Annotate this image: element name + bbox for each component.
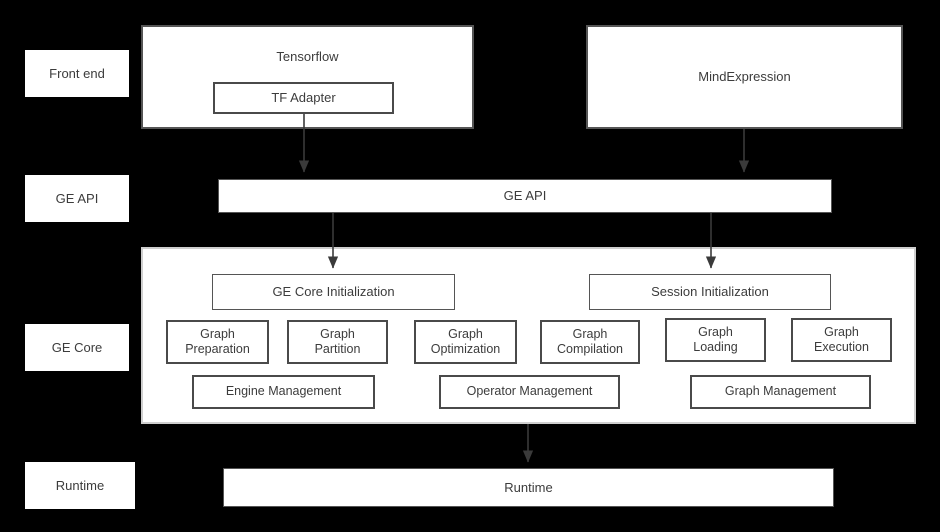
stage-label-ge-core: GE Core xyxy=(25,324,129,371)
ge-core-initialization-label: GE Core Initialization xyxy=(272,284,395,300)
graph-loading-box[interactable]: Graph Loading xyxy=(665,318,766,362)
graph-loading-label: Graph Loading xyxy=(693,324,738,354)
runtime-box[interactable]: Runtime xyxy=(223,468,834,507)
tf-adapter-label: TF Adapter xyxy=(271,90,336,106)
graph-preparation-label: Graph Preparation xyxy=(185,326,250,356)
graph-management-box[interactable]: Graph Management xyxy=(690,375,871,409)
graph-preparation-box[interactable]: Graph Preparation xyxy=(166,320,269,364)
mindexpression-panel[interactable]: MindExpression xyxy=(586,25,903,129)
tensorflow-label: Tensorflow xyxy=(276,49,339,64)
graph-execution-label: Graph Execution xyxy=(814,324,869,354)
operator-management-label: Operator Management xyxy=(466,384,593,399)
mindexpression-label: MindExpression xyxy=(698,69,791,85)
graph-partition-label: Graph Partition xyxy=(314,326,361,356)
engine-management-label: Engine Management xyxy=(225,384,342,399)
stage-label-ge-core-text: GE Core xyxy=(51,339,103,355)
graph-partition-box[interactable]: Graph Partition xyxy=(287,320,388,364)
ge-core-initialization-box[interactable]: GE Core Initialization xyxy=(212,274,455,310)
stage-label-front-end: Front end xyxy=(25,50,129,97)
graph-compilation-box[interactable]: Graph Compilation xyxy=(540,320,640,364)
runtime-label: Runtime xyxy=(504,479,553,495)
stage-label-runtime: Runtime xyxy=(25,462,135,509)
graph-optimization-box[interactable]: Graph Optimization xyxy=(414,320,517,364)
stage-label-front-end-text: Front end xyxy=(49,65,105,81)
engine-management-box[interactable]: Engine Management xyxy=(192,375,375,409)
stage-label-runtime-text: Runtime xyxy=(55,477,105,493)
graph-compilation-label: Graph Compilation xyxy=(556,326,623,356)
ge-api-box[interactable]: GE API xyxy=(218,179,832,213)
ge-api-label: GE API xyxy=(503,188,547,204)
graph-execution-box[interactable]: Graph Execution xyxy=(791,318,892,362)
session-initialization-label: Session Initialization xyxy=(651,284,769,300)
graph-management-label: Graph Management xyxy=(724,384,837,399)
graph-optimization-label: Graph Optimization xyxy=(430,326,501,356)
operator-management-box[interactable]: Operator Management xyxy=(439,375,620,409)
tf-adapter-box[interactable]: TF Adapter xyxy=(213,82,394,114)
session-initialization-box[interactable]: Session Initialization xyxy=(589,274,831,310)
stage-label-ge-api-text: GE API xyxy=(55,190,99,206)
stage-label-ge-api: GE API xyxy=(25,175,129,222)
